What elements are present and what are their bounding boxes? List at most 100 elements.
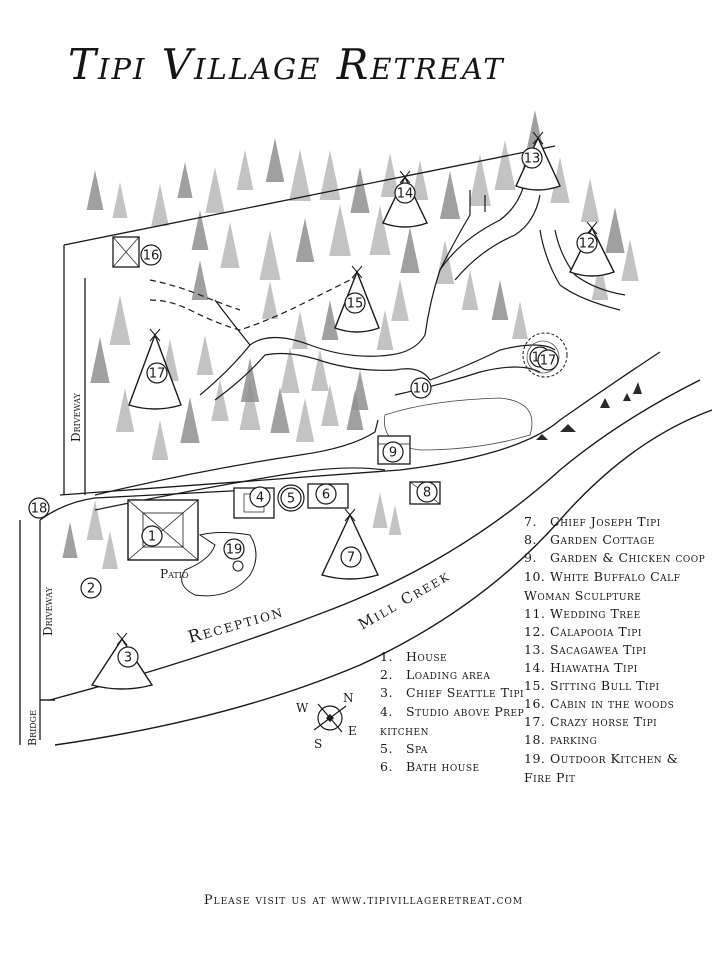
map-marker: 10 — [410, 377, 432, 399]
tree — [289, 149, 311, 201]
map-marker: 17 — [146, 362, 168, 384]
map-marker: 13 — [521, 147, 543, 169]
legend-label: Chief Joseph Tipi — [550, 514, 661, 529]
tree — [180, 397, 200, 443]
legend-item: 5.Spa — [380, 740, 550, 758]
legend-item: 9.Garden & Chicken coop — [524, 549, 705, 567]
compass-e: E — [348, 724, 357, 738]
legend-label: White Buffalo Calf Woman Sculpture — [524, 569, 681, 603]
tree — [177, 162, 193, 198]
tree — [86, 500, 104, 540]
map-marker: 12 — [576, 232, 598, 254]
tree — [311, 349, 329, 391]
map-title: Tipi Village Retreat — [68, 40, 505, 89]
map-marker: 2 — [80, 577, 102, 599]
tree — [295, 218, 315, 262]
legend-number: 17. — [524, 714, 546, 729]
tree — [109, 295, 131, 345]
tree — [280, 347, 300, 393]
tree — [494, 140, 516, 190]
map-marker: 3 — [117, 646, 139, 668]
legend-item: 13. Sacagawea Tipi — [524, 641, 705, 659]
legend-label: Sacagawea Tipi — [550, 642, 647, 657]
tree — [112, 182, 128, 218]
tree — [321, 384, 339, 426]
marker-number: 2 — [87, 582, 95, 597]
website-footer: Please visit us at www.tipivillageretrea… — [203, 893, 524, 908]
legend-item: 7.Chief Joseph Tipi — [524, 513, 705, 531]
legend-number: 11. — [524, 606, 546, 621]
legend-label: Garden & Chicken coop — [550, 550, 706, 565]
tree — [259, 230, 281, 280]
tree — [350, 167, 370, 213]
forest-trees — [62, 110, 639, 569]
tree — [151, 420, 169, 460]
legend-label: Loading area — [406, 667, 491, 682]
legend-label: Outdoor Kitchen & Fire Pit — [524, 751, 679, 785]
tree — [411, 160, 429, 200]
legend-label: Hiawatha Tipi — [550, 660, 638, 675]
marker-number: 3 — [124, 651, 132, 666]
creek-rocks — [536, 382, 642, 440]
patio-outline — [181, 532, 257, 597]
tree — [62, 522, 78, 558]
legend-item: 12. Calapooia Tipi — [524, 623, 705, 641]
tree — [388, 505, 402, 535]
compass-s: S — [314, 737, 322, 751]
tree — [491, 280, 509, 320]
legend-number: 10. — [524, 569, 546, 584]
marker-number: 5 — [287, 492, 295, 507]
tree — [115, 388, 135, 432]
map-marker: 6 — [315, 483, 337, 505]
driveway-label-top: Driveway — [69, 392, 83, 442]
legend-item: 17.Crazy horse Tipi — [524, 713, 705, 731]
tree — [439, 171, 461, 219]
property-lines — [19, 145, 661, 745]
legend-number: 16. — [524, 696, 546, 711]
map-marker: 14 — [394, 182, 416, 204]
marker-number: 4 — [256, 491, 264, 506]
legend-number: 15. — [524, 678, 546, 693]
legend-number: 18. — [524, 732, 546, 747]
tree — [151, 184, 169, 226]
tree — [391, 279, 409, 321]
map-marker: 9 — [382, 441, 404, 463]
legend-number: 13. — [524, 642, 546, 657]
trails — [149, 179, 626, 401]
tree — [240, 358, 260, 402]
legend-number: 12. — [524, 624, 546, 639]
legend-label: House — [406, 649, 448, 664]
marker-number: 8 — [423, 486, 431, 501]
cabin-building — [112, 236, 140, 268]
tree — [86, 170, 104, 210]
marker-number: 15 — [347, 297, 364, 312]
marker-number: 1 — [148, 530, 156, 545]
legend-label: Wedding Tree — [550, 606, 641, 621]
legend-label: Studio above Prep kitchen — [380, 704, 525, 738]
legend-number: 14. — [524, 660, 546, 675]
legend-item: 14. Hiawatha Tipi — [524, 659, 705, 677]
legend-label: Garden Cottage — [550, 532, 655, 547]
legend-number: 8. — [524, 532, 537, 547]
tree — [102, 531, 118, 569]
legend-number: 6. — [380, 759, 393, 774]
map-marker: 19 — [223, 538, 245, 560]
legend-item: 2.Loading area — [380, 666, 550, 684]
tree — [191, 260, 209, 300]
legend-label: Spa — [406, 741, 428, 756]
legend-item: 16.Cabin in the woods — [524, 695, 705, 713]
tree — [236, 150, 254, 190]
map-marker: 7 — [340, 546, 362, 568]
legend-item: 11. Wedding Tree — [524, 605, 705, 623]
map-marker: 8 — [416, 481, 438, 503]
legend-number: 1. — [380, 649, 393, 664]
marker-number: 13 — [524, 152, 541, 167]
tree — [351, 370, 369, 410]
marker-number: 6 — [322, 488, 330, 503]
marker-number: 17 — [540, 354, 557, 369]
map-marker: 1 — [141, 525, 163, 547]
legend-label: Calapooia Tipi — [550, 624, 642, 639]
marker-number: 10 — [413, 382, 430, 397]
